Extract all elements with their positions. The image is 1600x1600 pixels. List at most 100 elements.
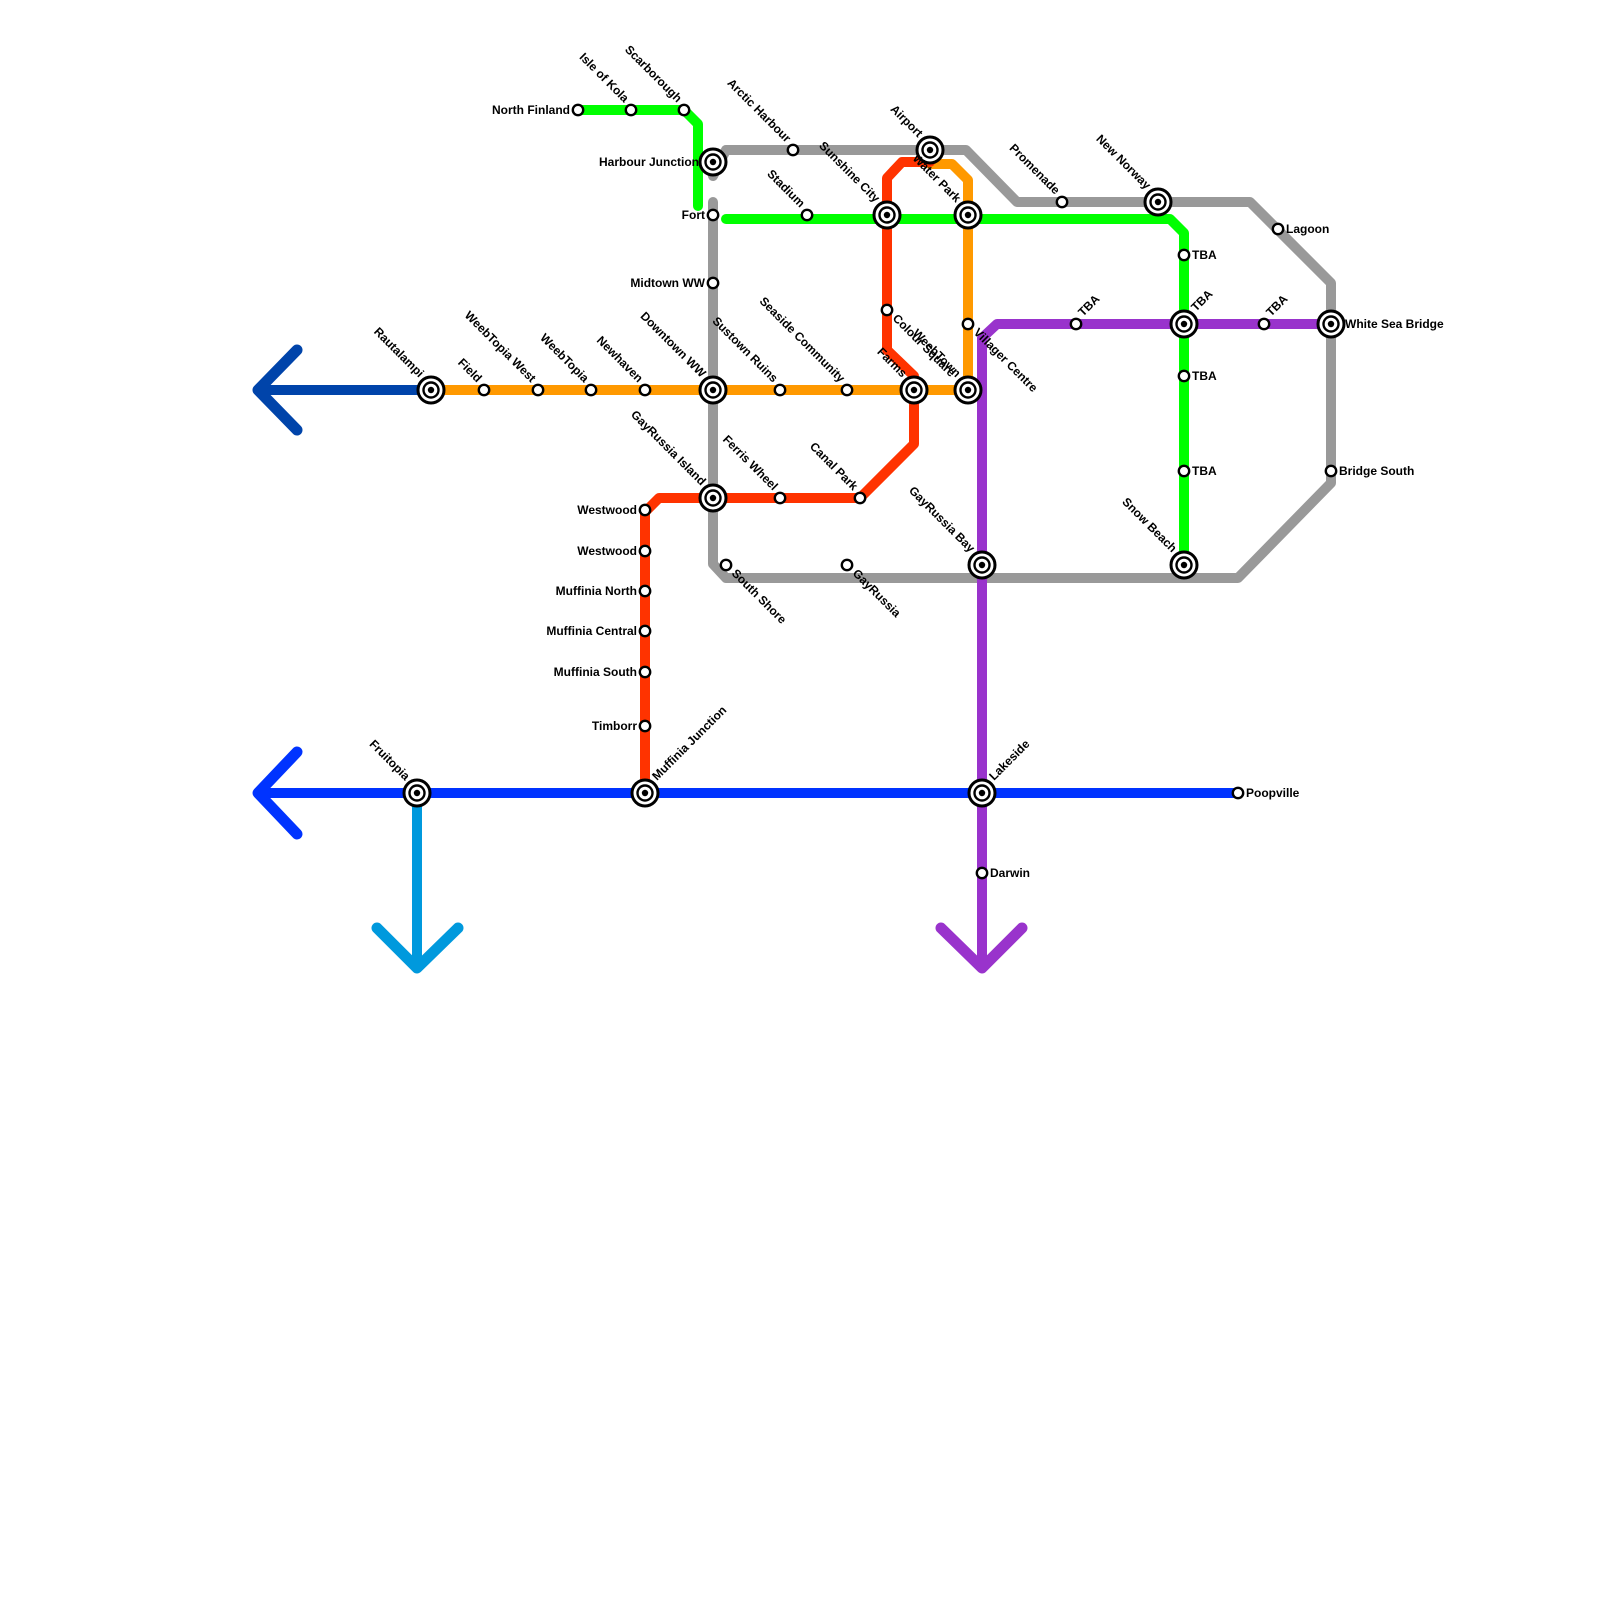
station-stop-icon — [1055, 195, 1069, 209]
station-stop-icon — [1324, 464, 1338, 478]
station-ferris-wheel[interactable]: Ferris Wheel — [720, 432, 787, 505]
station-label: Rautalampi — [371, 324, 427, 380]
station-label: GayRussia Bay — [906, 483, 978, 555]
interchange-core — [964, 386, 972, 394]
station-tba-3[interactable]: TBA — [1169, 287, 1216, 339]
station-label: Scarborough — [622, 42, 685, 105]
station-label: Sustown Ruins — [710, 314, 781, 385]
station-stop-icon — [1271, 222, 1285, 236]
station-label: Muffinia Junction — [649, 703, 729, 783]
station-stop-icon — [840, 383, 854, 397]
station-label: Bridge South — [1339, 464, 1414, 478]
interchange-core — [1180, 561, 1188, 569]
interchange-core — [709, 494, 717, 502]
station-tba-1[interactable]: TBA — [1177, 248, 1217, 262]
station-stop-icon — [584, 383, 598, 397]
station-stop-icon — [961, 317, 975, 331]
station-stop-icon — [840, 558, 854, 572]
station-fort[interactable]: Fort — [682, 208, 720, 222]
station-stop-icon — [638, 665, 652, 679]
station-label: Arctic Harbour — [724, 76, 794, 146]
station-stop-icon — [1177, 248, 1191, 262]
station-stop-icon — [773, 383, 787, 397]
station-white-sea-bridge[interactable]: White Sea Bridge — [1316, 309, 1444, 339]
station-westwood-2[interactable]: Westwood — [577, 544, 652, 558]
station-stop-icon — [1231, 786, 1245, 800]
station-label: Timborr — [592, 719, 637, 733]
interchange-core — [1154, 198, 1162, 206]
interchange-core — [910, 386, 918, 394]
station-stop-icon — [677, 103, 691, 117]
station-muffinia-south[interactable]: Muffinia South — [554, 665, 652, 679]
line-red — [640, 157, 935, 795]
station-stop-icon — [800, 208, 814, 222]
station-label: Isle of Kola — [577, 50, 632, 105]
station-label: WeebTown — [910, 326, 964, 380]
station-westwood-1[interactable]: Westwood — [577, 503, 652, 517]
station-stop-icon — [638, 624, 652, 638]
arrow-icon — [252, 344, 303, 436]
station-label: Lakeside — [986, 737, 1032, 783]
station-midtown-ww[interactable]: Midtown WW — [630, 276, 720, 290]
arrow-icon — [371, 922, 464, 974]
interchange-core — [413, 789, 421, 797]
station-stop-icon — [853, 491, 867, 505]
station-bridge-south[interactable]: Bridge South — [1324, 464, 1415, 478]
station-stop-icon — [1177, 369, 1191, 383]
station-north-finland[interactable]: North Finland — [492, 103, 585, 117]
station-stop-icon — [531, 383, 545, 397]
station-harbour-junction[interactable]: Harbour Junction — [599, 147, 728, 177]
station-label: New Norway — [1093, 132, 1154, 193]
station-label: Harbour Junction — [599, 155, 699, 169]
station-tba-6[interactable]: TBA — [1177, 464, 1217, 478]
line-orange — [426, 159, 973, 395]
station-label: North Finland — [492, 103, 570, 117]
station-stop-icon — [1177, 464, 1191, 478]
arrow-icon — [252, 746, 303, 840]
line-terminus-arrows — [252, 344, 1028, 974]
station-stadium[interactable]: Stadium — [764, 167, 814, 222]
station-stop-icon — [1069, 317, 1083, 331]
station-stop-icon — [706, 208, 720, 222]
station-label: White Sea Bridge — [1345, 317, 1444, 331]
station-stop-icon — [1257, 317, 1271, 331]
station-label: TBA — [1192, 369, 1217, 383]
station-south-shore[interactable]: South Shore — [719, 558, 790, 627]
interchange-core — [709, 386, 717, 394]
interchange-core — [926, 146, 934, 154]
station-poopville[interactable]: Poopville — [1231, 786, 1300, 800]
station-label: TBA — [1188, 287, 1216, 315]
station-stop-icon — [638, 544, 652, 558]
station-muffinia-north[interactable]: Muffinia North — [556, 584, 652, 598]
station-muffinia-central[interactable]: Muffinia Central — [546, 624, 652, 638]
station-arctic-harbour[interactable]: Arctic Harbour — [724, 76, 800, 157]
station-stop-icon — [638, 503, 652, 517]
arrow-icon — [935, 922, 1028, 974]
interchange-core — [978, 789, 986, 797]
station-stop-icon — [477, 383, 491, 397]
station-label: GayRussia Island — [628, 407, 709, 488]
station-gayrussia[interactable]: GayRussia — [840, 558, 904, 620]
station-lagoon[interactable]: Lagoon — [1271, 222, 1330, 236]
station-label: Snow Beach — [1119, 495, 1179, 555]
station-label: TBA — [1192, 248, 1217, 262]
station-label: Midtown WW — [630, 276, 705, 290]
station-tba-5[interactable]: TBA — [1177, 369, 1217, 383]
station-stop-icon — [786, 143, 800, 157]
station-label: Westwood — [577, 544, 637, 558]
station-label: Lagoon — [1286, 222, 1329, 236]
station-stop-icon — [638, 383, 652, 397]
station-darwin[interactable]: Darwin — [975, 866, 1030, 880]
line-purple — [977, 319, 1336, 965]
station-stop-icon — [624, 103, 638, 117]
line-grey — [708, 145, 1336, 583]
station-stop-icon — [638, 719, 652, 733]
station-label: TBA — [1263, 292, 1291, 320]
map-lines — [255, 105, 1336, 968]
station-stop-icon — [719, 558, 733, 572]
line-green — [721, 214, 1189, 569]
station-timborr[interactable]: Timborr — [592, 719, 652, 733]
station-stop-icon — [706, 276, 720, 290]
station-label: Canal Park — [807, 439, 861, 493]
